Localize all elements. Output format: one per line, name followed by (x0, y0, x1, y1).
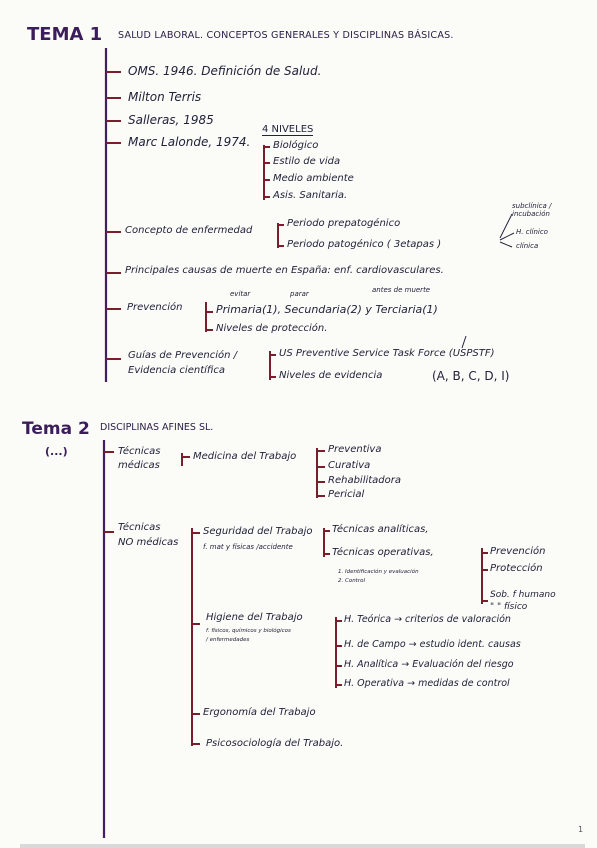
evidencia: Niveles de evidencia (279, 370, 383, 381)
ergonomia-trabajo: Ergonomía del Trabajo (203, 707, 316, 718)
op-proteccion: Protección (490, 563, 543, 574)
evidencia-vals: (A, B, C, D, I) (432, 369, 510, 383)
etapa-subclinica: subclínica / incubación (512, 202, 552, 218)
hig-operativa: H. Operativa → medidas de control (344, 678, 510, 689)
tema1-label: TEMA 1 (27, 24, 103, 45)
seguridad-note: f. mat y físicas /accidente (203, 543, 293, 551)
nomedicas-line1: Técnicas (118, 522, 161, 533)
item-salleras: Salleras, 1985 (128, 113, 214, 127)
item-prevencion: Prevención (127, 302, 183, 313)
prev-niveles: Niveles de protección. (216, 323, 328, 334)
guias-line2: Evidencia científica (128, 365, 225, 376)
prev-note-evitar: evitar (230, 290, 251, 298)
item-lalonde: Marc Lalonde, 1974. (128, 135, 251, 149)
sob-fisico: " " físico (490, 602, 528, 612)
nomedicas-line2: NO médicas (118, 537, 179, 548)
guias-line1: Guías de Prevención / (128, 350, 238, 361)
item-causas: Principales causas de muerte en España: … (125, 265, 444, 276)
prev-note-parar: parar (290, 290, 309, 298)
periodo-patogenico: Periodo patogénico ( 3etapas ) (287, 239, 442, 250)
higiene-note-2: / enfermedades (206, 637, 250, 643)
etapa-clinica: clínica (516, 242, 539, 250)
higiene-note-1: f. físicos, químicos y biológicos (206, 628, 291, 634)
uspstf: US Preventive Service Task Force (USPSTF… (279, 348, 495, 359)
item-enfermedad: Concepto de enfermedad (125, 225, 253, 236)
periodo-prepatogenico: Periodo prepatogénico (287, 218, 401, 229)
page-number: 1 (578, 825, 584, 834)
op-prevencion: Prevención (490, 546, 546, 557)
hig-teorica: H. Teórica → criterios de valoración (344, 614, 511, 625)
med-curativa: Curativa (328, 460, 371, 471)
medicas-line1: Técnicas (118, 446, 161, 457)
page-bottom-edge (20, 844, 585, 848)
seguridad-trabajo: Seguridad del Trabajo (203, 526, 313, 537)
prev-note-antes: antes de muerte (372, 286, 431, 294)
tema2-label: Tema 2 (22, 419, 90, 439)
medicina-trabajo: Medicina del Trabajo (193, 451, 297, 462)
item-oms: OMS. 1946. Definición de Salud. (128, 64, 322, 78)
nivel-estilo: Estilo de vida (273, 156, 341, 167)
tema2-title: DISCIPLINAS AFINES SL. (100, 422, 214, 433)
medicas-line2: médicas (118, 460, 160, 471)
tec-note-1: 1. Identificación y evaluación (338, 569, 419, 575)
psicosociologia-trabajo: Psicosociología del Trabajo. (206, 738, 344, 749)
nivel-medio: Medio ambiente (273, 173, 354, 184)
hig-campo: H. de Campo → estudio ident. causas (344, 639, 521, 650)
tecnicas-operativas: Técnicas operativas, (332, 547, 434, 558)
prev-tipos: Primaria(1), Secundaria(2) y Terciaria(1… (216, 303, 438, 316)
nivel-biologico: Biológico (273, 140, 319, 151)
tema2-sub: (...) (45, 445, 68, 458)
niveles-title: 4 NIVELES (262, 124, 314, 136)
item-terris: Milton Terris (128, 90, 202, 104)
med-preventiva: Preventiva (328, 444, 382, 455)
tec-note-2: 2. Control (338, 578, 365, 584)
tema1-title: SALUD LABORAL. CONCEPTOS GENERALES Y DIS… (118, 30, 454, 41)
hig-analitica: H. Analítica → Evaluación del riesgo (344, 659, 514, 670)
higiene-trabajo: Higiene del Trabajo (206, 612, 303, 623)
nivel-asis: Asis. Sanitaria. (273, 190, 348, 201)
med-rehabilitadora: Rehabilitadora (328, 475, 402, 486)
med-pericial: Pericial (328, 489, 365, 500)
etapa-hclinico: H. clínico (516, 228, 548, 236)
sob-humano: Sob. f humano (490, 590, 556, 600)
tecnicas-analiticas: Técnicas analíticas, (332, 524, 429, 535)
